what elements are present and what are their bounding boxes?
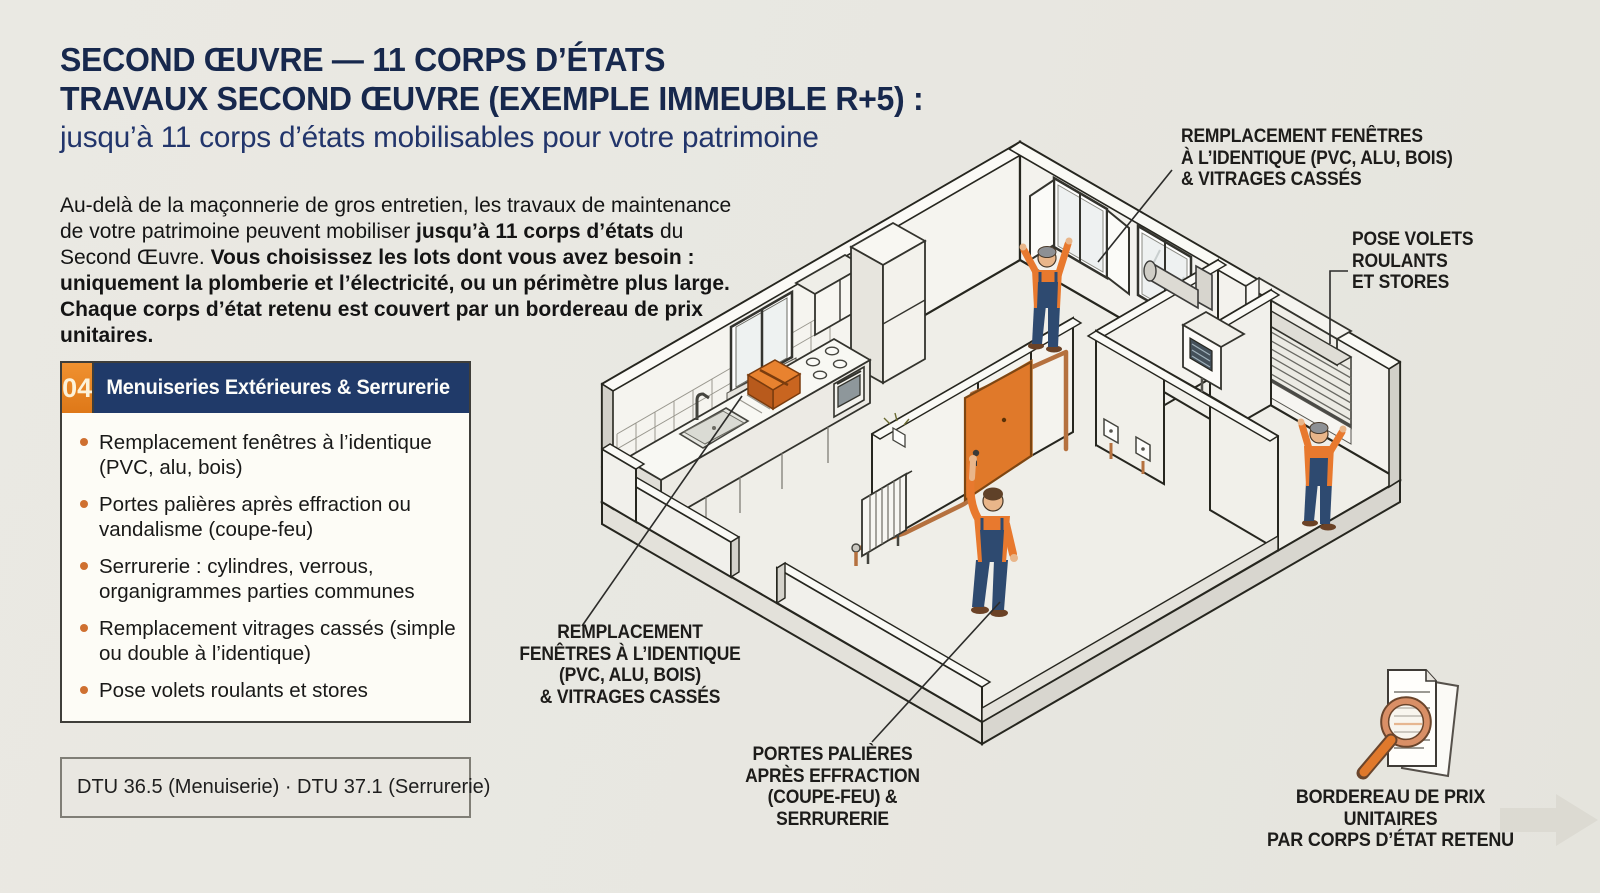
dtu-footnote: DTU 36.5 (Menuiserie) · DTU 37.1 (Serrur… [60, 757, 490, 818]
title-line-3: jusqu’à 11 corps d’états mobilisables po… [60, 121, 819, 154]
lot-number-badge: 04 [62, 363, 95, 413]
boiler-unit [1143, 260, 1246, 392]
worker-door [966, 455, 1018, 617]
cut-stub-walls [600, 443, 1279, 724]
list-item: Pose volets roulants et stores [77, 678, 457, 703]
bullet-icon [80, 686, 88, 694]
intro-paragraph: Au-delà de la maçonnerie de gros entreti… [60, 194, 732, 347]
interior-partitions [1086, 258, 1281, 552]
lot-card-header: 04 Menuiseries Extérieures & Serrurerie [62, 363, 469, 413]
electrical-sockets [1103, 417, 1151, 474]
leader-lines [581, 169, 1348, 743]
arrow-right-icon [1500, 794, 1598, 846]
magnifier-icon [1356, 696, 1432, 780]
label-windows-bottom: REMPLACEMENT FENÊTRES À L’IDENTIQUE (PVC… [519, 622, 741, 708]
list-item: Remplacement vitrages cassés (simple ou … [77, 616, 457, 666]
lot-card: 04 Menuiseries Extérieures & Serrurerie … [60, 361, 471, 723]
list-item: Portes palières après effraction ou vand… [77, 492, 457, 542]
bullet-icon [80, 562, 88, 570]
label-windows-top: REMPLACEMENT FENÊTRES À L’IDENTIQUE (PVC… [1181, 126, 1453, 190]
worker-window [1019, 237, 1073, 353]
lot-card-body: Remplacement fenêtres à l’identique (PVC… [62, 413, 469, 721]
toolbox [746, 359, 802, 411]
page-title: SECOND ŒUVRE — 11 CORPS D’ÉTATS TRAVAUX … [60, 40, 950, 158]
spark-socket [883, 412, 910, 449]
kitchen-cabinets [794, 221, 927, 385]
bullet-icon [80, 438, 88, 446]
list-item: Remplacement fenêtres à l’identique (PVC… [77, 430, 457, 480]
lot-title-bar: Menuiseries Extérieures & Serrurerie [94, 363, 469, 413]
bullet-icon [80, 500, 88, 508]
label-shutters: POSE VOLETS ROULANTS ET STORES [1352, 229, 1474, 293]
label-doors: PORTES PALIÈRES APRÈS EFFRACTION (COUPE-… [745, 744, 920, 830]
list-item: Serrurerie : cylindres, verrous, organig… [77, 554, 457, 604]
title-line-1: SECOND ŒUVRE — 11 CORPS D’ÉTATS [60, 41, 666, 78]
title-line-2: TRAVAUX SECOND ŒUVRE (EXEMPLE IMMEUBLE R… [60, 80, 924, 117]
lot-title: Menuiseries Extérieures & Serrurerie [106, 376, 451, 399]
label-bordereau: BORDEREAU DE PRIX UNITAIRES PAR CORPS D’… [1267, 786, 1514, 851]
radiator [851, 470, 913, 566]
worker-shutter [1297, 418, 1347, 531]
kitchen-counter [623, 337, 872, 533]
bullet-icon [80, 624, 88, 632]
entrance-door [963, 358, 1033, 503]
